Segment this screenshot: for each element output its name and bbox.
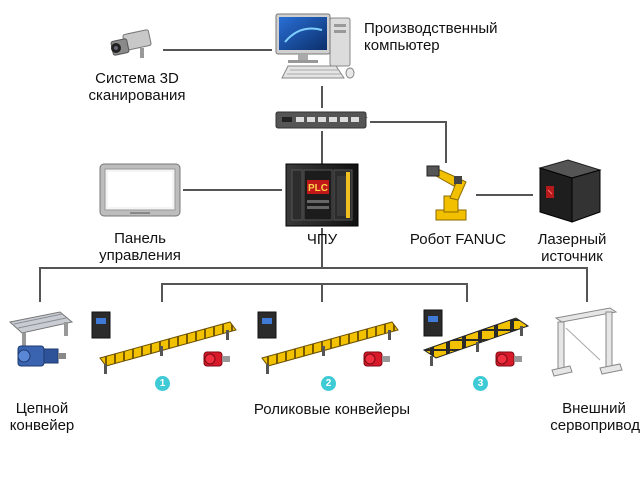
cnc-cabinet-icon: PLC bbox=[285, 163, 359, 227]
laser-source-icon bbox=[538, 159, 602, 223]
cnc-label: ЧПУ bbox=[282, 231, 362, 248]
fanuc-robot-icon bbox=[426, 165, 467, 221]
panel-label: Панель управления bbox=[80, 230, 200, 264]
servo-label: Внешний сервопривод bbox=[540, 400, 640, 434]
chain-conveyor-icon bbox=[8, 311, 74, 367]
laser-label: Лазерный источник bbox=[522, 231, 622, 265]
computer-label-line2: компьютер bbox=[364, 37, 440, 54]
roller-conveyor-3-icon bbox=[422, 309, 530, 367]
roller-conveyors-label: Роликовые конвейеры bbox=[232, 401, 432, 418]
roller-conveyor-1-badge: 1 bbox=[155, 376, 170, 391]
scanner-label: Система 3D сканирования bbox=[72, 70, 202, 104]
computer-icon bbox=[275, 13, 355, 79]
scanner-label-line2: сканирования bbox=[88, 87, 186, 104]
chain-conveyor-label-line2: конвейер bbox=[9, 417, 75, 434]
cnc-plc-text: PLC bbox=[308, 183, 328, 194]
scanner-camera-icon bbox=[110, 29, 152, 58]
computer-label-line1: Производственный bbox=[364, 20, 498, 37]
cnc-label-text: ЧПУ bbox=[306, 231, 338, 248]
servo-label-line1: Внешний bbox=[562, 400, 626, 417]
scanner-label-line1: Система 3D bbox=[95, 70, 179, 87]
laser-label-line2: источник bbox=[541, 248, 603, 265]
main-bus-line bbox=[39, 267, 588, 302]
switch-robot-line bbox=[370, 121, 447, 163]
roller-conveyor-2-badge: 2 bbox=[321, 376, 336, 391]
chain-conveyor-label-line1: Цепной bbox=[15, 400, 69, 417]
robot-label-text: Робот FANUC bbox=[409, 231, 507, 248]
roller-conveyors-label-text: Роликовые конвейеры bbox=[253, 401, 411, 418]
panel-label-line1: Панель bbox=[114, 230, 166, 247]
control-panel-icon bbox=[99, 163, 181, 217]
roller-bus-line bbox=[161, 283, 468, 302]
external-servo-gantry-icon bbox=[551, 307, 623, 377]
panel-label-line2: управления bbox=[99, 247, 181, 264]
roller-conveyor-3-badge: 3 bbox=[473, 376, 488, 391]
servo-label-line2: сервопривод bbox=[550, 417, 640, 434]
chain-conveyor-label: Цепной конвейер bbox=[0, 400, 84, 434]
computer-label: Производственный компьютер bbox=[364, 20, 498, 54]
network-switch-icon bbox=[275, 111, 368, 129]
roller-conveyor-1-icon bbox=[91, 311, 237, 374]
robot-label: Робот FANUC bbox=[398, 231, 518, 248]
roller-conveyor-2-icon bbox=[257, 311, 399, 374]
laser-label-line1: Лазерный bbox=[537, 231, 607, 248]
connection-lines bbox=[39, 49, 588, 302]
